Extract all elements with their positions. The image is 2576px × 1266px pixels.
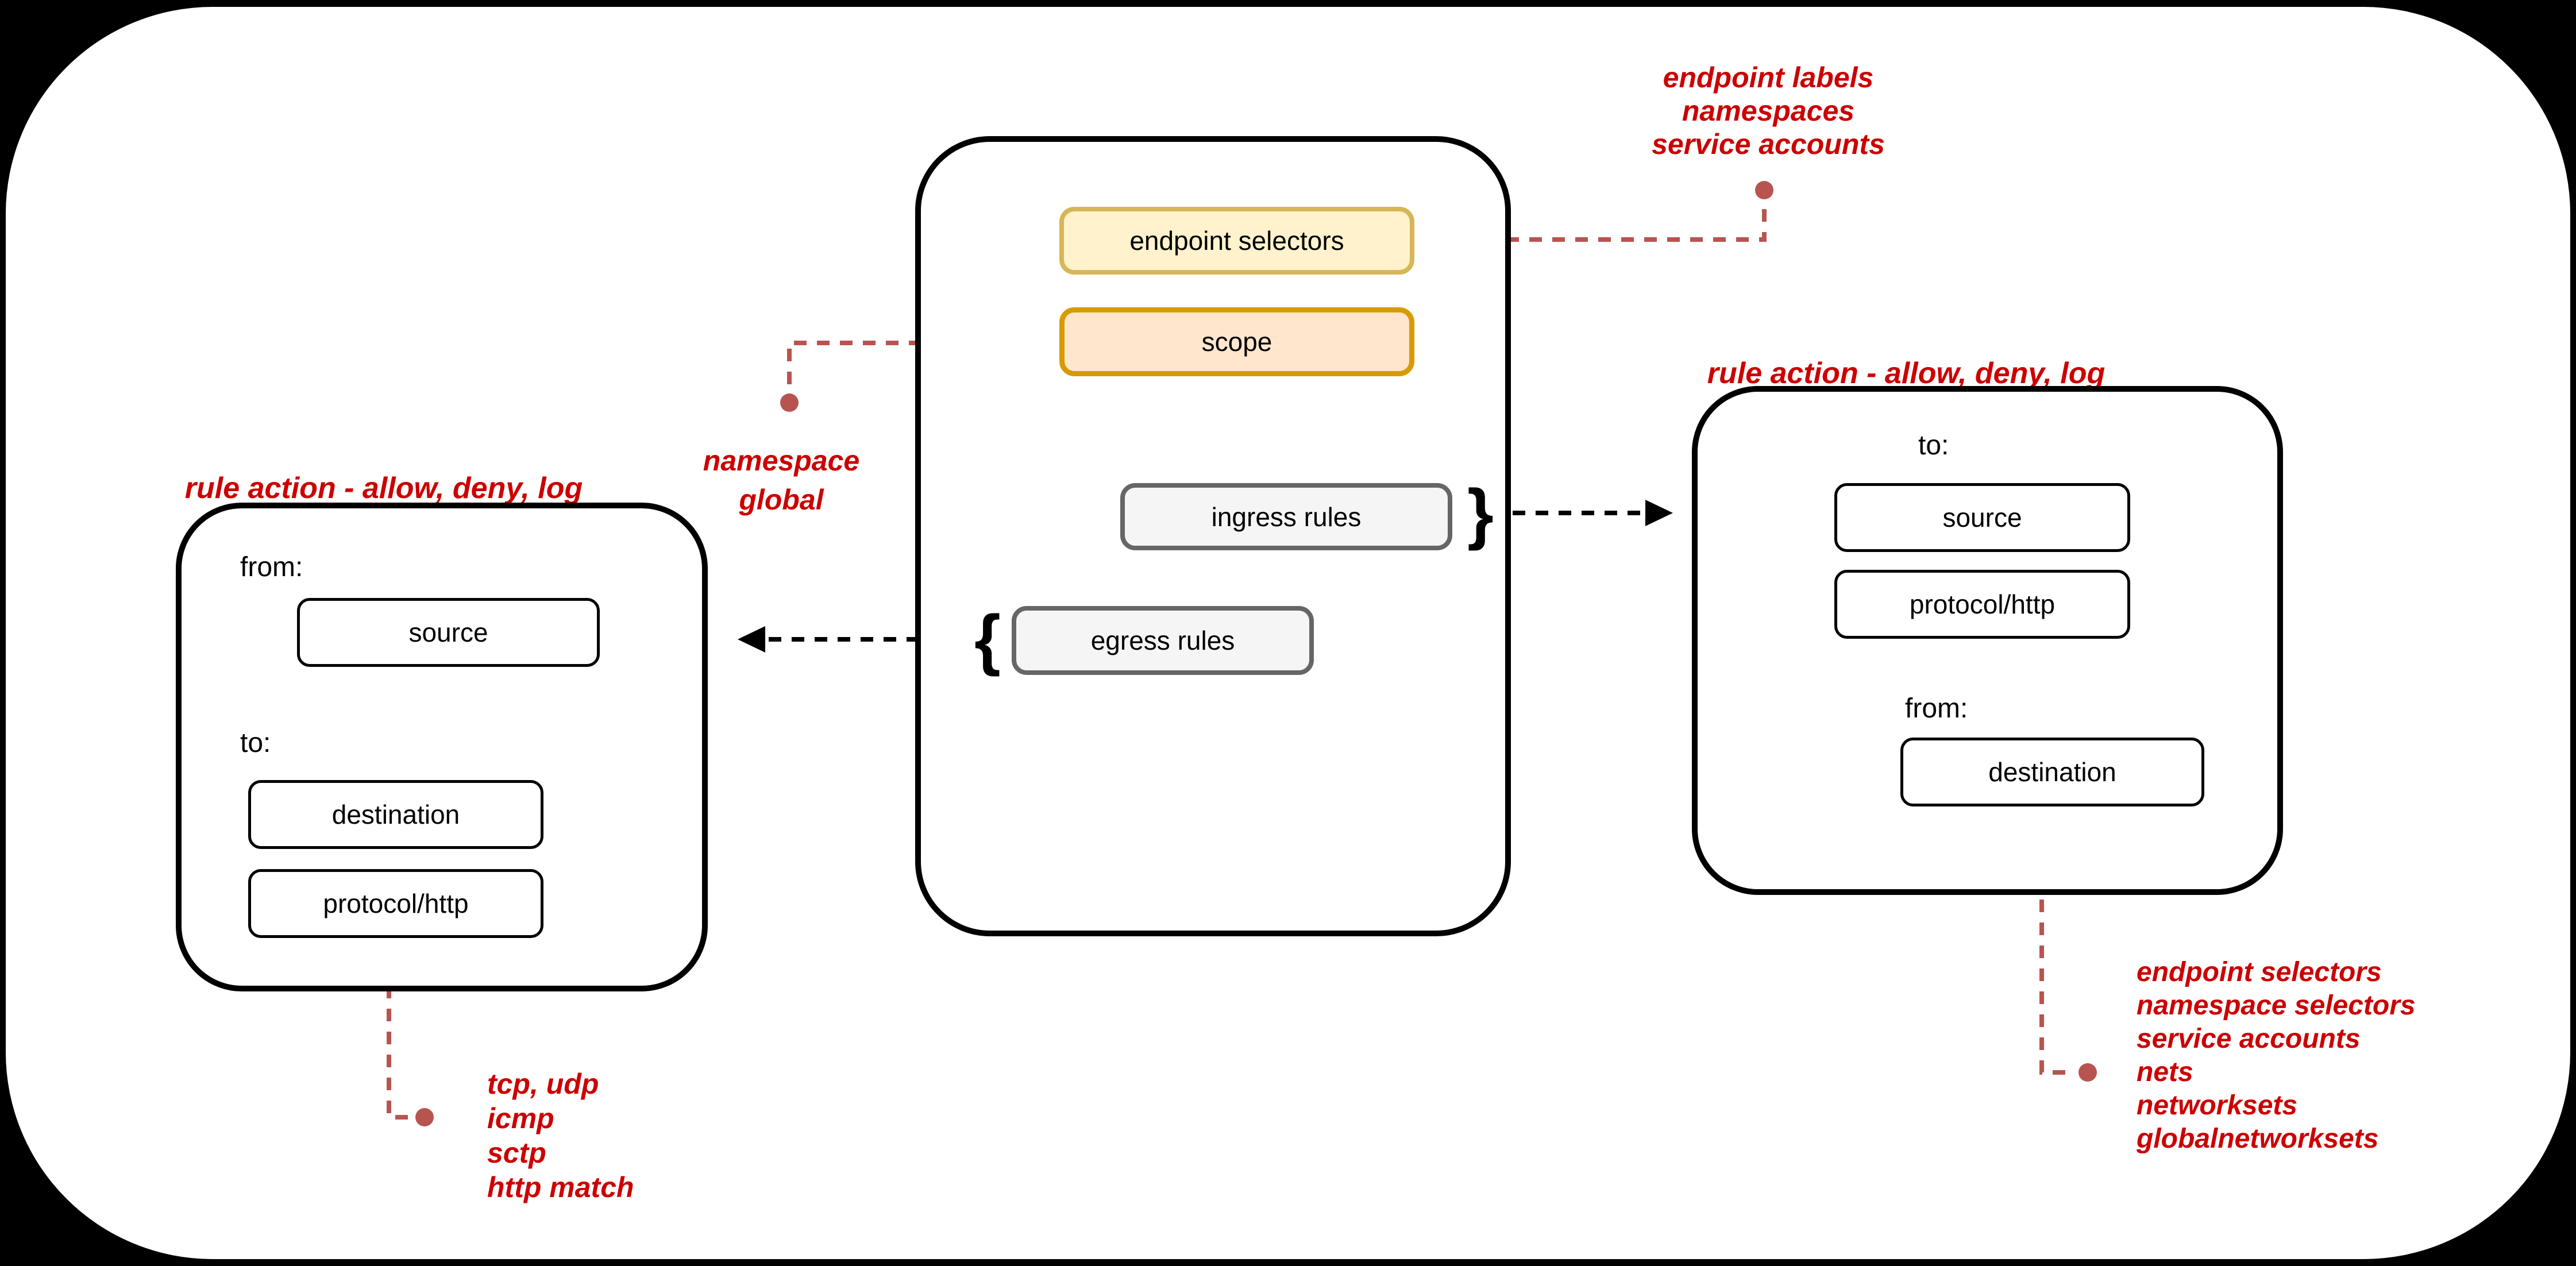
protocol-connector [387, 940, 412, 1120]
annotation-line: service accounts [2137, 1024, 2361, 1054]
protocol-connector-dot [415, 1108, 434, 1126]
ingress-from-label: from: [1905, 693, 1968, 724]
egress-rules-box: egress rules [1012, 606, 1314, 675]
ingress-source-box: source [1834, 483, 2130, 552]
endpoint-selectors-label: endpoint selectors [1129, 226, 1344, 256]
annotation-line: tcp, udp [487, 1068, 599, 1100]
endpoint-selectors-annotation: endpoint labels namespaces service accou… [1596, 61, 1941, 161]
egress-destination-box: destination [248, 780, 543, 849]
scope-box: scope [1059, 307, 1414, 376]
ingress-destination-box: destination [1900, 738, 2204, 806]
egress-protocol-box: protocol/http [248, 869, 543, 938]
ingress-source-label: source [1942, 503, 2022, 532]
endpoint-selectors-connector-dot [1755, 181, 1773, 199]
egress-destination-label: destination [331, 800, 460, 829]
egress-open-brace: { [974, 601, 1001, 677]
destination-connector-dot [2078, 1063, 2097, 1082]
ingress-close-brace: } [1467, 476, 1494, 551]
annotation-line: http match [487, 1171, 634, 1203]
protocols-annotation: tcp, udp icmp sctp http match [487, 1067, 634, 1205]
annotation-line: icmp [487, 1102, 554, 1134]
endpoint-selectors-connector [1414, 202, 1767, 242]
ingress-to-label: to: [1918, 430, 1949, 461]
egress-rules-label: egress rules [1090, 626, 1235, 655]
annotation-line: namespaces [1682, 95, 1855, 127]
egress-from-label: from: [240, 552, 303, 582]
annotation-line: endpoint labels [1663, 61, 1874, 94]
egress-protocol-label: protocol/http [323, 889, 469, 918]
ingress-panel [1692, 386, 2283, 895]
destinations-annotation: endpoint selectors namespace selectors s… [2137, 956, 2416, 1156]
annotation-line: networksets [2137, 1090, 2298, 1121]
annotation-line: namespace selectors [2137, 990, 2416, 1021]
scope-label: scope [1201, 327, 1272, 357]
ingress-arrowhead [1645, 500, 1673, 526]
ingress-protocol-box: protocol/http [1834, 570, 2130, 639]
annotation-line: nets [2137, 1057, 2193, 1087]
ingress-destination-label: destination [1988, 757, 2116, 787]
ingress-protocol-label: protocol/http [1909, 589, 2056, 619]
ingress-rule-action-heading: rule action - allow, deny, log [1707, 357, 2105, 390]
annotation-line: sctp [487, 1137, 546, 1169]
annotation-line: endpoint selectors [2137, 957, 2382, 987]
annotation-line: globalnetworksets [2137, 1124, 2379, 1154]
annotation-line: namespace [703, 445, 860, 477]
egress-rule-action-heading: rule action - allow, deny, log [184, 472, 583, 505]
egress-source-label: source [408, 617, 488, 647]
egress-to-label: to: [240, 728, 271, 758]
egress-source-box: source [297, 598, 600, 667]
egress-arrowhead [738, 626, 765, 653]
annotation-line: global [739, 484, 824, 516]
scope-connector [787, 341, 1059, 391]
ingress-rules-box: ingress rules [1120, 483, 1452, 550]
endpoint-selectors-box: endpoint selectors [1059, 207, 1414, 275]
annotation-line: service accounts [1652, 128, 1885, 160]
scope-connector-dot [780, 393, 799, 412]
scope-annotation: namespace global [638, 441, 925, 519]
destination-connector [2039, 808, 2074, 1075]
ingress-rules-label: ingress rules [1211, 501, 1362, 532]
